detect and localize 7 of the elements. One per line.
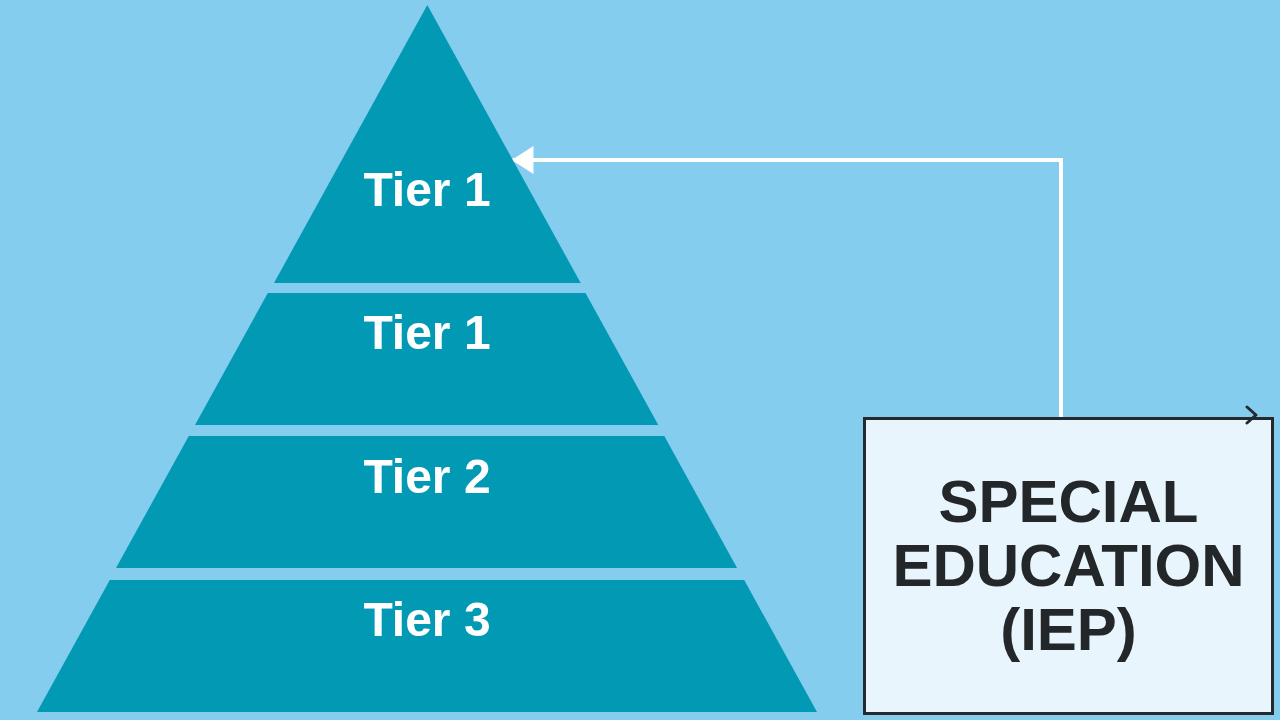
arrow	[511, 146, 1063, 417]
tier-label: Tier 1	[363, 309, 491, 357]
box-label: SPECIAL EDUCATION (IEP)	[891, 470, 1246, 662]
tier-label: Tier 2	[363, 453, 491, 501]
outlined-box	[863, 417, 1274, 715]
tier-label: Tier 1	[363, 166, 491, 214]
tier-label: Tier 3	[363, 596, 491, 644]
